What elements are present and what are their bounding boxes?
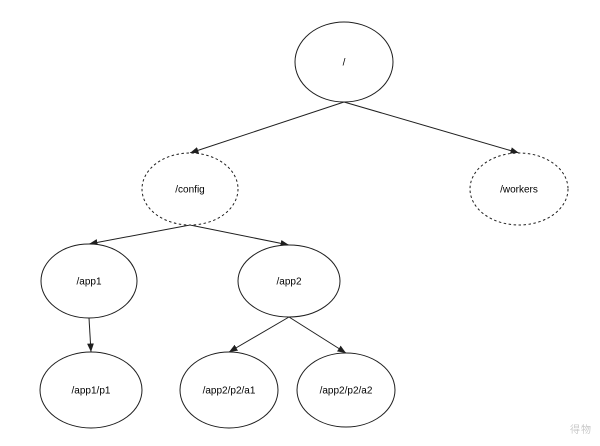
tree-node-app2: /app2 — [237, 244, 341, 318]
edge-root-to-workers — [343, 101, 520, 154]
edge-config-to-app1 — [88, 224, 191, 246]
edge-config-to-app2 — [189, 224, 290, 247]
nodes-layer: / /config/workers/app1/app2/app1/p1/app2/… — [39, 21, 569, 429]
watermark-text: 得物 — [570, 425, 592, 436]
node-ellipse-root — [294, 21, 394, 103]
tree-node-app2p2a2: /app2/p2/a2 — [296, 352, 396, 428]
node-label-app2p2a1: /app2/p2/a1 — [203, 386, 256, 397]
node-label-app1p1: /app1/p1 — [72, 386, 111, 397]
edge-app1-to-app1p1 — [87, 317, 94, 353]
edge-app2-to-app2p2a1 — [228, 316, 290, 353]
tree-node-app1p1: /app1/p1 — [39, 351, 143, 429]
tree-node-app2p2a1: /app2/p2/a1 — [179, 351, 279, 429]
node-ellipse-workers — [469, 152, 569, 226]
tree-node-config: /config — [141, 152, 239, 226]
node-label-app1: /app1 — [76, 277, 101, 288]
node-ellipse-app2p2a2 — [296, 352, 396, 428]
node-ellipse-app1p1 — [39, 351, 143, 429]
tree-node-workers: /workers — [469, 152, 569, 226]
node-ellipse-config — [141, 152, 239, 226]
tree-node-root: / — [294, 21, 394, 103]
node-label-config: /config — [175, 185, 204, 196]
edges-layer — [87, 101, 520, 354]
node-label-app2: /app2 — [276, 277, 301, 288]
edge-root-to-config — [189, 101, 345, 154]
tree-node-app1: /app1 — [40, 243, 138, 319]
node-label-workers: /workers — [500, 185, 538, 196]
node-ellipse-app1 — [40, 243, 138, 319]
node-ellipse-app2p2a1 — [179, 351, 279, 429]
node-label-app2p2a2: /app2/p2/a2 — [320, 386, 373, 397]
edge-app2-to-app2p2a2 — [288, 316, 347, 354]
node-label-root: / — [343, 58, 346, 69]
node-ellipse-app2 — [237, 244, 341, 318]
